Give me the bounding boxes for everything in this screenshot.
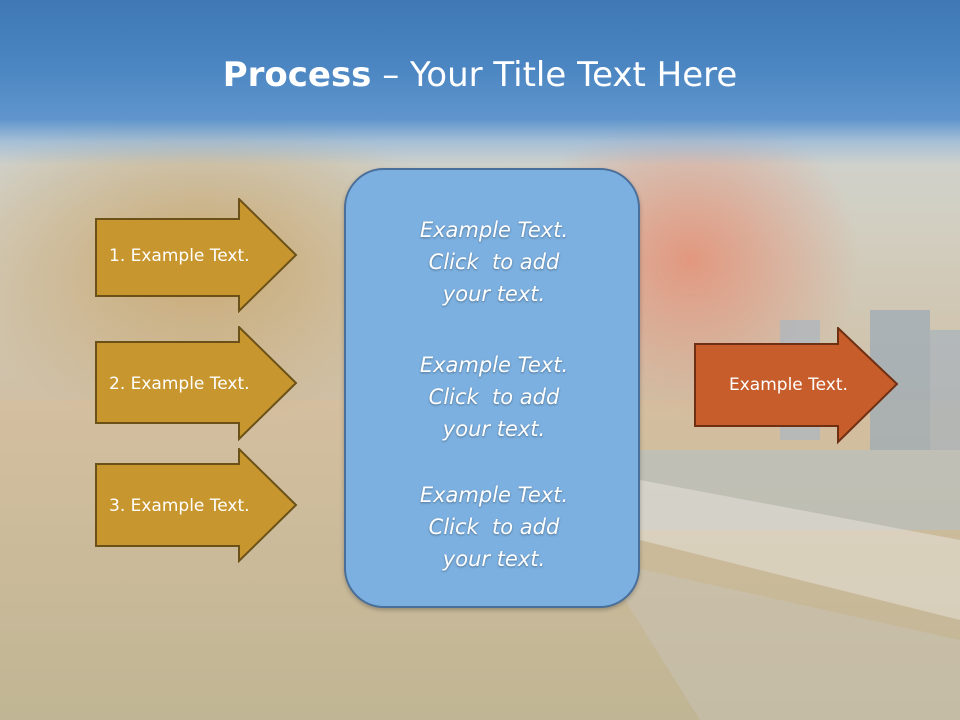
center-block-1-line-3: your text.: [442, 282, 546, 306]
arrow-shape: [694, 327, 899, 445]
center-block-3-line-1: Example Text.: [419, 483, 569, 507]
left-arrow-1-label: 1. Example Text.: [109, 245, 250, 266]
center-block-1-line-2: Click to add: [428, 250, 560, 274]
slide-title[interactable]: Process – Your Title Text Here: [0, 50, 960, 100]
arrow-shape: [95, 326, 298, 441]
center-block-1-line-1: Example Text.: [419, 218, 569, 242]
title-rest-part: – Your Title Text Here: [371, 55, 738, 95]
center-block-3-line-3: your text.: [442, 547, 546, 571]
left-arrow-1[interactable]: 1. Example Text.: [95, 198, 300, 313]
center-block-2-line-2: Click to add: [428, 385, 560, 409]
center-text-block-3: Example Text. Click to add your text.: [346, 479, 642, 575]
arrow-shape: [95, 448, 298, 563]
title-band: [0, 0, 960, 165]
center-text-block-1: Example Text. Click to add your text.: [346, 214, 642, 310]
center-text-block-2: Example Text. Click to add your text.: [346, 349, 642, 445]
title-bold-part: Process: [222, 55, 372, 95]
left-arrow-2[interactable]: 2. Example Text.: [95, 326, 300, 441]
left-arrow-3[interactable]: 3. Example Text.: [95, 448, 300, 563]
center-block-2-line-3: your text.: [442, 417, 546, 441]
center-block-2-line-1: Example Text.: [419, 353, 569, 377]
right-arrow-label: Example Text.: [729, 374, 848, 395]
arrow-shape: [95, 198, 298, 313]
left-arrow-3-label: 3. Example Text.: [109, 495, 250, 516]
center-block-3-line-2: Click to add: [428, 515, 560, 539]
left-arrow-2-label: 2. Example Text.: [109, 373, 250, 394]
center-text-box[interactable]: Example Text. Click to add your text. Ex…: [344, 168, 640, 608]
right-arrow[interactable]: Example Text.: [694, 327, 900, 445]
